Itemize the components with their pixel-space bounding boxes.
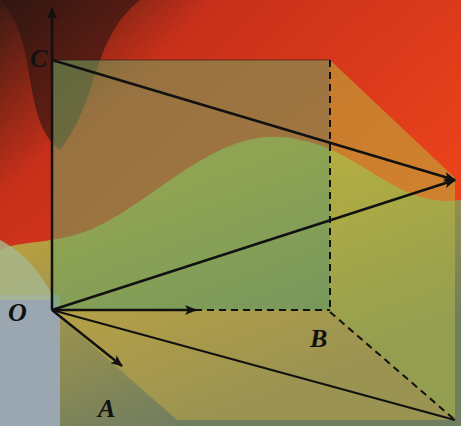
point-label: C (30, 46, 47, 72)
point-label: A (98, 396, 115, 422)
point-label: B (310, 326, 327, 352)
point-label: O (8, 300, 27, 326)
